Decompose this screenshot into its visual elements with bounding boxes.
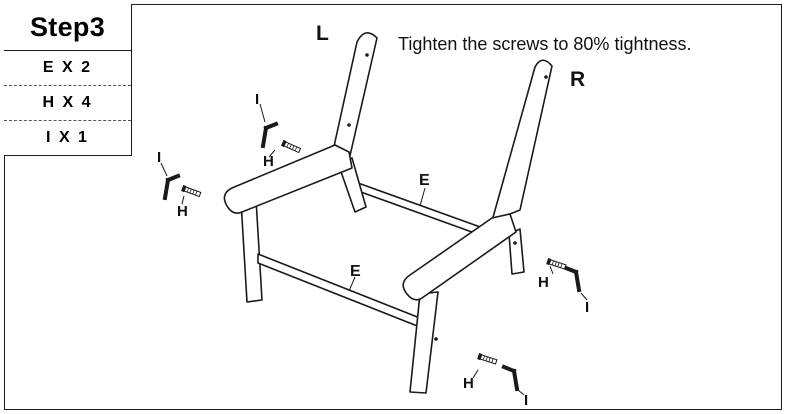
step-parts-table: Step3 E X 2 H X 4 I X 1 <box>4 4 132 156</box>
step-title: Step3 <box>4 4 131 51</box>
label-h-bottom-right: H <box>463 375 474 392</box>
hardware-group-top-left <box>259 103 302 158</box>
instruction-text: Tighten the screws to 80% tightness. <box>398 34 691 54</box>
label-i-right: I <box>585 299 589 316</box>
hardware-group-right <box>545 257 588 301</box>
label-left-side: L <box>316 22 329 45</box>
right-armrest <box>402 213 517 301</box>
label-i-top-left: I <box>255 91 259 108</box>
part-count-h: H X 4 <box>4 86 131 121</box>
label-h-top-left: H <box>263 153 274 170</box>
label-i-left: I <box>157 149 161 166</box>
part-count-e: E X 2 <box>4 51 131 86</box>
right-front-leg <box>409 291 439 394</box>
label-e-back: E <box>419 172 430 189</box>
diagram-frame <box>4 4 782 410</box>
left-backrest-post <box>330 32 378 161</box>
back-stretcher-e <box>357 182 484 237</box>
front-stretcher-e <box>257 253 431 332</box>
label-e-front: E <box>350 263 361 280</box>
label-i-bottom-right: I <box>524 392 528 409</box>
label-h-right: H <box>538 274 549 291</box>
label-right-side: R <box>570 68 585 91</box>
left-armrest <box>223 144 353 214</box>
label-h-left: H <box>177 203 188 220</box>
hardware-group-left <box>160 162 202 205</box>
hardware-group-bottom-right <box>472 352 525 396</box>
left-front-leg <box>240 198 263 303</box>
right-backrest-post <box>491 59 553 222</box>
part-count-i: I X 1 <box>46 129 89 146</box>
